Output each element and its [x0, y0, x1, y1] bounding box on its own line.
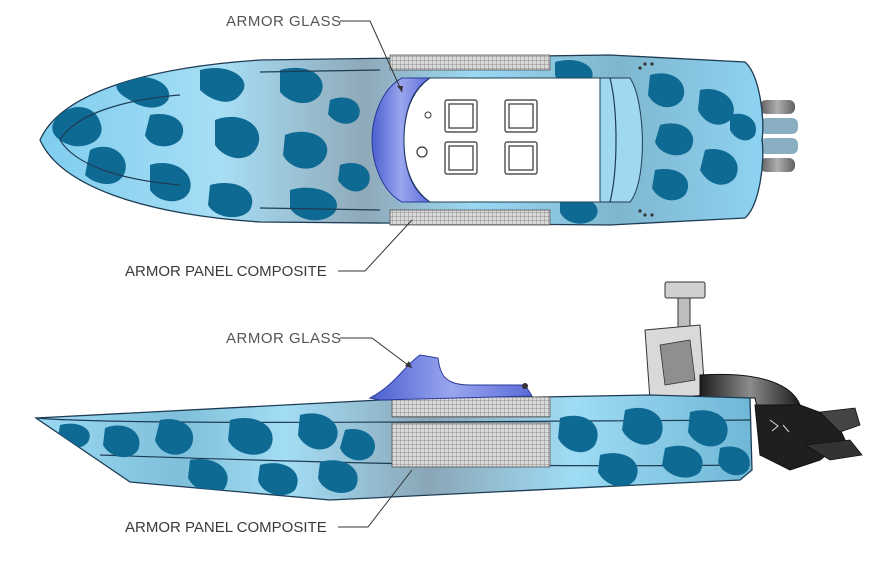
top-armor-panel-label: ARMOR PANEL COMPOSITE — [125, 263, 327, 280]
top-seats — [444, 99, 538, 175]
side-armor-glass-leader — [340, 337, 413, 369]
top-view-boat — [39, 54, 798, 226]
side-armor-panel-upper — [391, 396, 551, 418]
side-armor-panel-label: ARMOR PANEL COMPOSITE — [125, 519, 327, 536]
top-armor-panel-leader — [338, 219, 413, 272]
side-camo-pattern — [58, 407, 750, 496]
top-console — [403, 77, 601, 203]
top-stern-bench — [599, 77, 643, 203]
steering-wheel-icon — [416, 146, 428, 158]
side-steering-icon — [522, 383, 528, 389]
top-armor-glass-leader — [340, 20, 403, 93]
side-armor-glass — [368, 354, 533, 401]
top-camo-pattern — [52, 60, 756, 224]
top-outboard-engines — [760, 100, 798, 172]
side-armor-panel-lower — [391, 422, 551, 468]
side-view-boat — [34, 281, 863, 501]
side-armor-panel-leader — [338, 469, 413, 528]
top-armor-panel-upper — [389, 54, 551, 71]
top-armor-glass-label: ARMOR GLASS — [226, 13, 342, 30]
top-armor-panel-lower — [389, 209, 551, 226]
side-armor-glass-label: ARMOR GLASS — [226, 330, 342, 347]
side-outboard-engine — [644, 281, 863, 471]
